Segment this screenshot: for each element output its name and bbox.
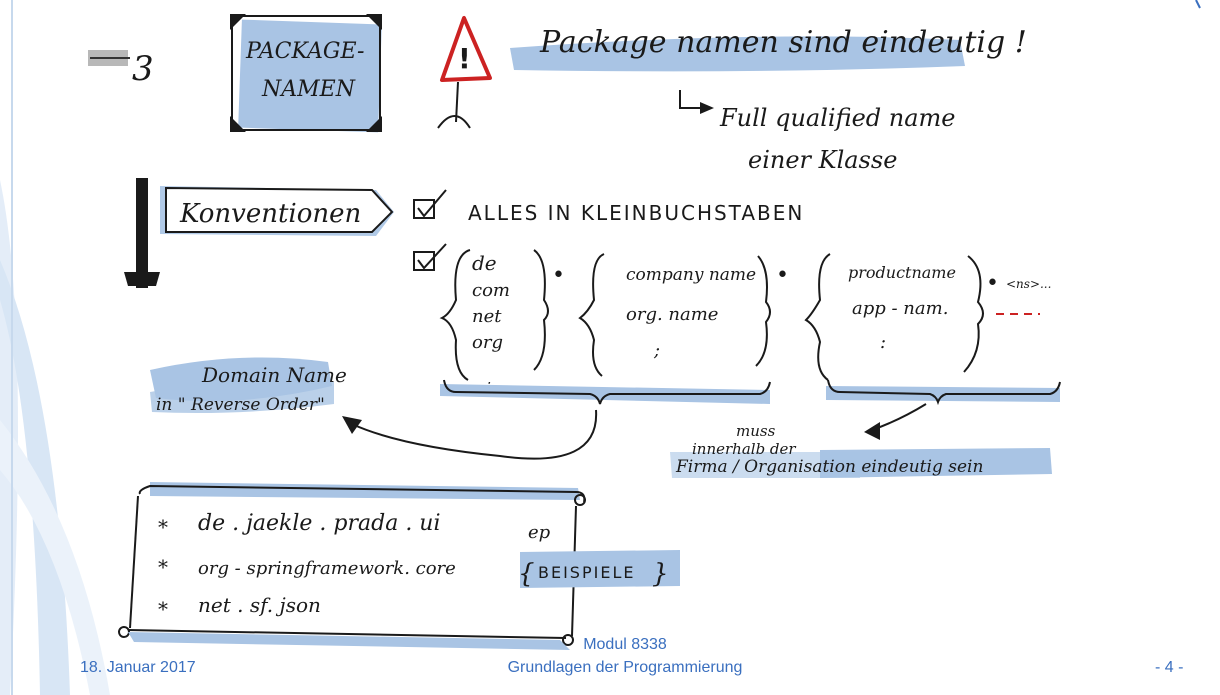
col4-item: <ns>...: [1006, 277, 1051, 291]
col2-item: org. name: [626, 304, 718, 325]
svg-text:!: !: [458, 42, 471, 75]
naming-col-1: de com net org ⋮: [439, 249, 549, 396]
rule-1-text: ALLES IN KLEINBUCHSTABEN: [468, 201, 804, 225]
col1-item: com: [472, 280, 510, 301]
muss-note: muss innerhalb der Firma / Organisation …: [670, 403, 1052, 478]
rule-2-check: [413, 243, 447, 271]
checkbox-icon: [413, 251, 435, 271]
warning-icon: !: [437, 16, 492, 129]
fqn-note: Full qualified name einer Klasse: [679, 90, 956, 174]
title-box: PACKAGE- NAMEN: [230, 14, 382, 133]
rule-1: ALLES IN KLEINBUCHSTABEN: [413, 189, 804, 225]
title-box-line2: NAMEN: [261, 77, 356, 102]
naming-col-2: company name org. name ;: [578, 253, 771, 377]
footer-course: Grundlagen der Programmierung: [507, 659, 743, 676]
domain-label-line1: Domain Name: [201, 363, 347, 387]
svg-text:*: *: [158, 597, 168, 621]
footer-module: Modul 8338: [583, 636, 667, 653]
col3-item: productname: [848, 263, 956, 282]
separator-dot: •: [986, 271, 999, 296]
svg-text:}: }: [652, 559, 669, 589]
svg-text:*: *: [158, 555, 168, 579]
examples-scroll: * de . jaekle . prada . ui ep * org - sp…: [118, 482, 680, 650]
underline-braces: [440, 379, 1061, 406]
col3-item: app - nam.: [852, 298, 948, 319]
col1-item: de: [472, 251, 497, 275]
separator-dot: •: [552, 263, 565, 288]
separator-dot: •: [776, 263, 789, 288]
title-box-line1: PACKAGE-: [245, 39, 364, 64]
muss-line3: Firma / Organisation eindeutig sein: [675, 457, 983, 477]
example-item: org - springframework. core: [198, 558, 456, 579]
naming-col-3: productname app - nam. :: [804, 253, 984, 381]
fqn-line2: einer Klasse: [748, 146, 897, 174]
col2-item: company name: [626, 265, 756, 285]
col3-item: :: [880, 332, 886, 353]
example-item: net . sf. json: [198, 593, 321, 617]
curved-arrow: [342, 409, 598, 460]
checkbox-icon: [413, 199, 435, 219]
col1-item: net: [472, 306, 502, 327]
heading: Package namen sind eindeutig !: [510, 25, 1027, 72]
svg-text:{: {: [518, 559, 535, 589]
domain-label: Domain Name in " Reverse Order": [150, 357, 347, 415]
konventionen-sign: Konventionen: [124, 178, 394, 288]
stack-mark: 3: [88, 49, 154, 89]
fqn-line1: Full qualified name: [719, 104, 956, 132]
konventionen-label: Konventionen: [179, 199, 361, 229]
domain-label-line2: in " Reverse Order": [156, 395, 325, 415]
stack-mark-number: 3: [132, 49, 154, 89]
beispiele-label: BEISPIELE: [538, 563, 635, 582]
footer-date: 18. Januar 2017: [80, 659, 196, 676]
left-decoration: [0, 0, 110, 695]
svg-text:*: *: [158, 515, 168, 539]
example-item: de . jaekle . prada . ui: [198, 511, 441, 536]
heading-text: Package namen sind eindeutig !: [539, 25, 1027, 60]
muss-line2: innerhalb der: [692, 440, 796, 458]
page-number: - 4 -: [1155, 659, 1184, 676]
col1-item: org: [472, 332, 503, 353]
col2-item: ;: [653, 340, 660, 361]
muss-line1: muss: [736, 422, 776, 440]
ep-label: ep: [528, 522, 551, 543]
